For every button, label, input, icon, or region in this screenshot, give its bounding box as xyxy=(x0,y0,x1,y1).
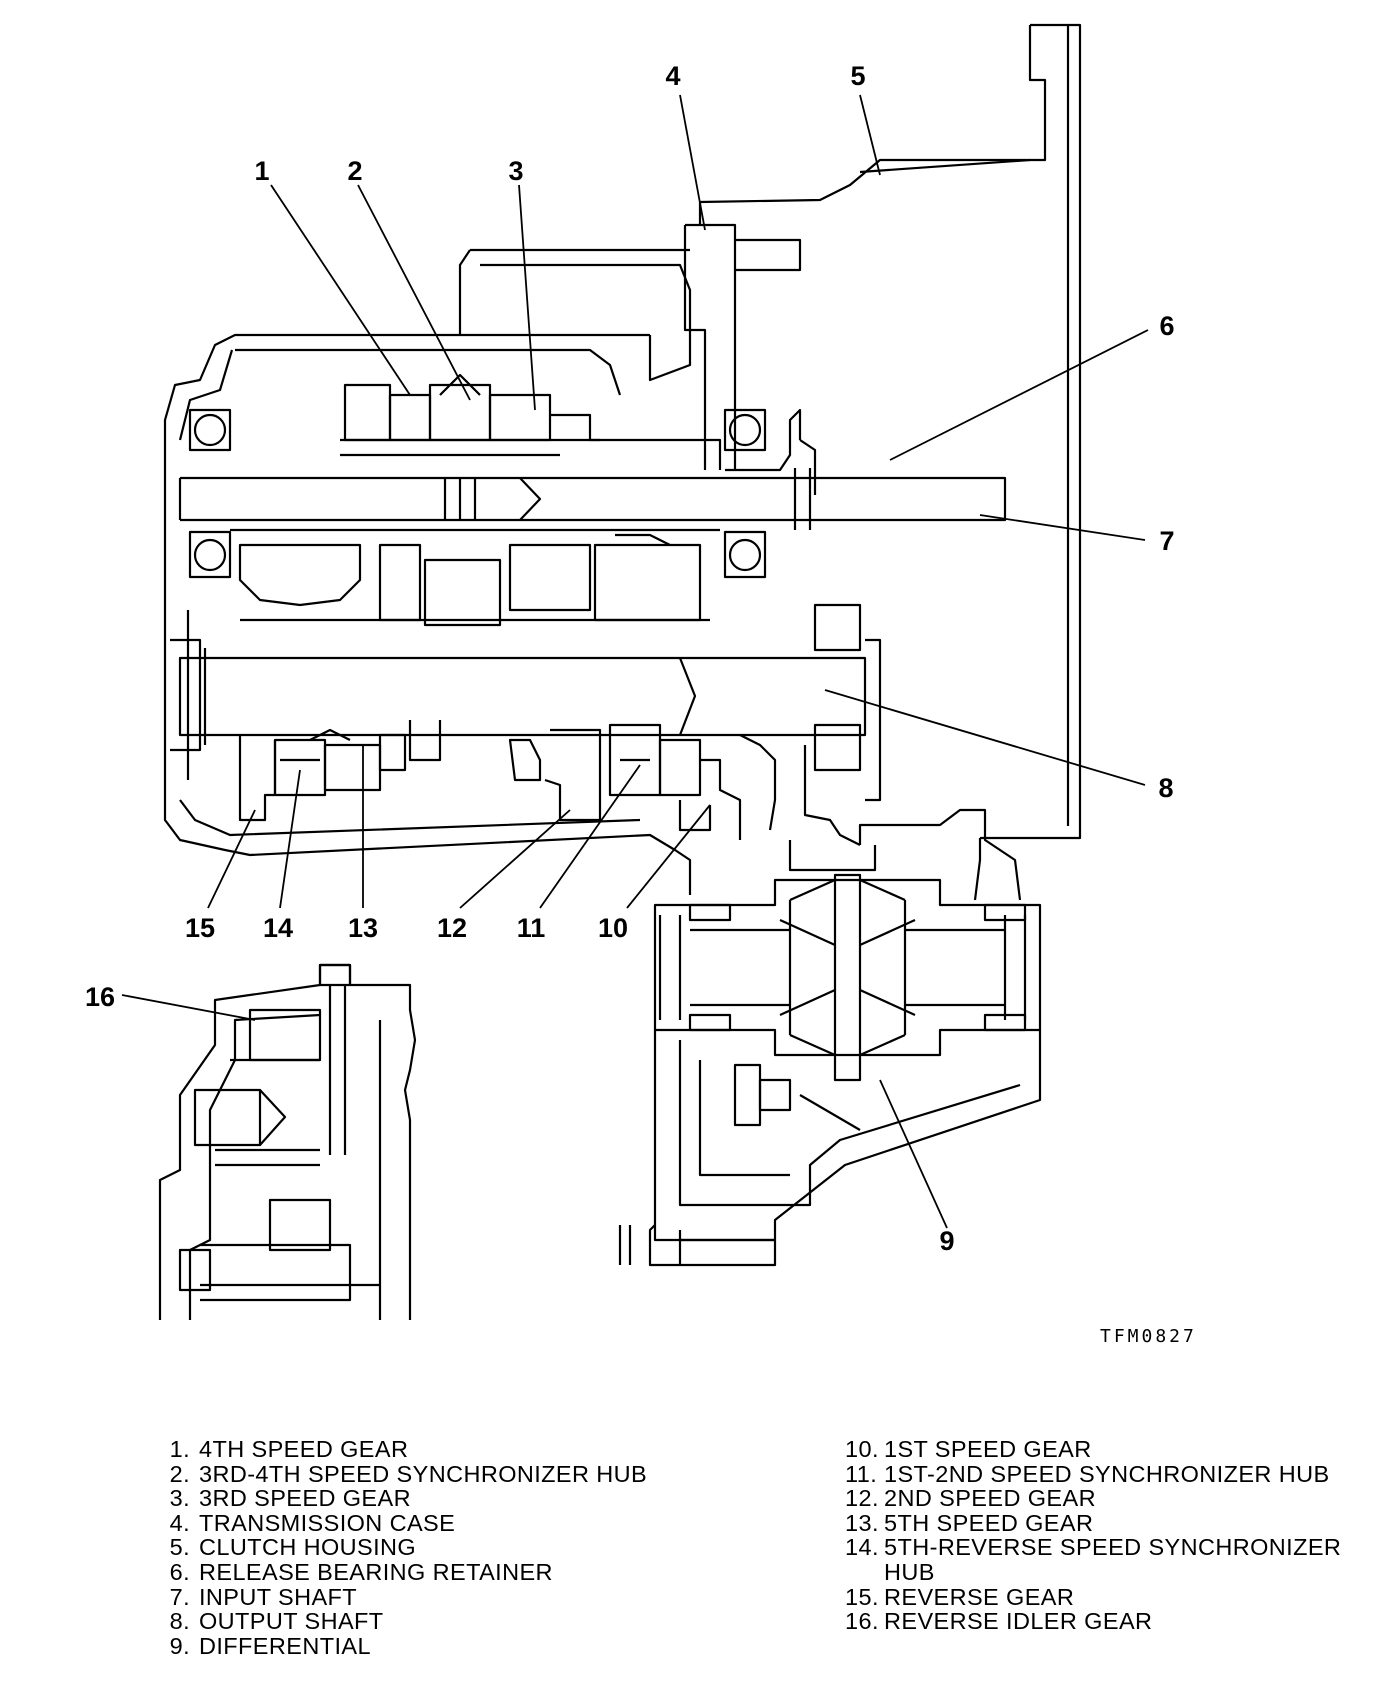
legend-item-number: 6. xyxy=(169,1558,190,1585)
differential-housing xyxy=(618,1030,1042,1267)
figure-id: TFM0827 xyxy=(1100,1326,1197,1347)
callout-4: 4 xyxy=(665,61,680,91)
callout-2: 2 xyxy=(347,156,362,186)
legend-item-number: 15. xyxy=(845,1583,879,1610)
legend-item: 16.REVERSE IDLER GEAR xyxy=(845,1609,1365,1634)
callout-15: 15 xyxy=(185,913,215,943)
legend-item: 10.1ST SPEED GEAR xyxy=(845,1437,1365,1462)
legend-item-number: 1. xyxy=(169,1436,190,1462)
callout-8: 8 xyxy=(1158,773,1173,803)
legend-item: 12.2ND SPEED GEAR xyxy=(845,1486,1365,1511)
legend-item: 14.5TH-REVERSE SPEED SYNCHRONIZER HUB xyxy=(845,1535,1365,1584)
legend-item-text: TRANSMISSION CASE xyxy=(199,1509,456,1536)
differential-assembly xyxy=(653,873,1042,1082)
callout-13: 13 xyxy=(348,913,378,943)
legend-item-text: 5TH SPEED GEAR xyxy=(884,1509,1094,1536)
legend-item-text: 2ND SPEED GEAR xyxy=(884,1485,1096,1512)
transmission-case-outline xyxy=(163,223,817,895)
callout-7: 7 xyxy=(1159,526,1174,556)
legend-item-number: 10. xyxy=(845,1436,879,1462)
callout-10: 10 xyxy=(598,913,628,943)
legend-left: 1. 4TH SPEED GEAR 2. 3RD-4TH SPEED SYNCHRON… xyxy=(160,1437,680,1658)
lower-gear-cluster xyxy=(238,720,742,840)
callout-12: 12 xyxy=(437,913,467,943)
legend-item-number: 8. xyxy=(169,1608,190,1635)
legend-item-number: 13. xyxy=(845,1509,879,1536)
case-lower-section xyxy=(739,734,1022,901)
legend-item-number: 4. xyxy=(169,1509,190,1536)
legend-item: 5. CLUTCH HOUSING xyxy=(160,1535,680,1560)
legend-item: 9. DIFFERENTIAL xyxy=(160,1634,680,1659)
legend-item: 7. INPUT SHAFT xyxy=(160,1583,680,1610)
legend-item-text: REVERSE IDLER GEAR xyxy=(884,1608,1153,1635)
legend-item-text: 3RD-4TH SPEED SYNCHRONIZER HUB xyxy=(199,1460,648,1487)
callout-11: 11 xyxy=(517,913,546,943)
legend-item-number: 12. xyxy=(845,1485,879,1512)
callout-1: 1 xyxy=(254,156,269,186)
callout-14: 14 xyxy=(263,913,293,943)
legend-item-number: 2. xyxy=(169,1460,190,1487)
legend-item-text: CLUTCH HOUSING xyxy=(199,1534,417,1561)
callout-6: 6 xyxy=(1159,311,1174,341)
callout-5: 5 xyxy=(850,61,865,91)
legend-item-text: 4TH SPEED GEAR xyxy=(199,1436,409,1462)
legend-item: 8. OUTPUT SHAFT xyxy=(160,1609,680,1634)
legend-item: 3. 3RD SPEED GEAR xyxy=(160,1486,680,1511)
legend-item-text: DIFFERENTIAL xyxy=(199,1632,371,1659)
legend-item-number: 9. xyxy=(169,1632,190,1659)
legend-item-text: 5TH-REVERSE SPEED SYNCHRONIZER HUB xyxy=(884,1534,1342,1585)
legend-item-text: 3RD SPEED GEAR xyxy=(199,1485,411,1512)
input-shaft xyxy=(178,468,1007,530)
upper-gear-cluster xyxy=(188,373,767,470)
legend-item-number: 11. xyxy=(845,1460,878,1487)
legend-item: 11.1ST-2ND SPEED SYNCHRONIZER HUB xyxy=(845,1460,1365,1487)
legend-item: 6. RELEASE BEARING RETAINER xyxy=(160,1560,680,1585)
legend-item-number: 14. xyxy=(845,1534,879,1561)
legend-item: 2. 3RD-4TH SPEED SYNCHRONIZER HUB xyxy=(160,1460,680,1487)
legend-item-text: REVERSE GEAR xyxy=(884,1583,1075,1610)
callout-labels: 1 2 3 4 5 6 7 8 9 10 11 12 13 14 15 16 xyxy=(85,61,1175,1256)
legend-item-number: 3. xyxy=(169,1485,190,1512)
legend-item-text: RELEASE BEARING RETAINER xyxy=(199,1558,553,1585)
callout-16: 16 xyxy=(85,982,115,1012)
middle-gear-cluster xyxy=(188,528,767,627)
legend-item-number: 16. xyxy=(845,1608,879,1635)
leader-lines xyxy=(121,94,1149,1229)
legend-item-text: 1ST SPEED GEAR xyxy=(884,1436,1092,1462)
legend-item: 1. 4TH SPEED GEAR xyxy=(160,1437,680,1462)
legend-item: 4. TRANSMISSION CASE xyxy=(160,1511,680,1536)
output-shaft xyxy=(170,603,882,802)
callout-9: 9 xyxy=(939,1226,954,1256)
legend-item-text: OUTPUT SHAFT xyxy=(199,1608,384,1635)
legend-item-text: 1ST-2ND SPEED SYNCHRONIZER HUB xyxy=(884,1460,1330,1487)
legend-item-number: 5. xyxy=(169,1534,190,1561)
legend-item-number: 7. xyxy=(169,1583,190,1610)
reverse-idler-inset xyxy=(158,963,417,1320)
callout-3: 3 xyxy=(508,156,523,186)
legend-item: 15.REVERSE GEAR xyxy=(845,1583,1365,1610)
legend-item: 13.5TH SPEED GEAR xyxy=(845,1511,1365,1536)
clutch-housing-outline xyxy=(698,23,1082,840)
legend-item-text: INPUT SHAFT xyxy=(199,1583,358,1610)
